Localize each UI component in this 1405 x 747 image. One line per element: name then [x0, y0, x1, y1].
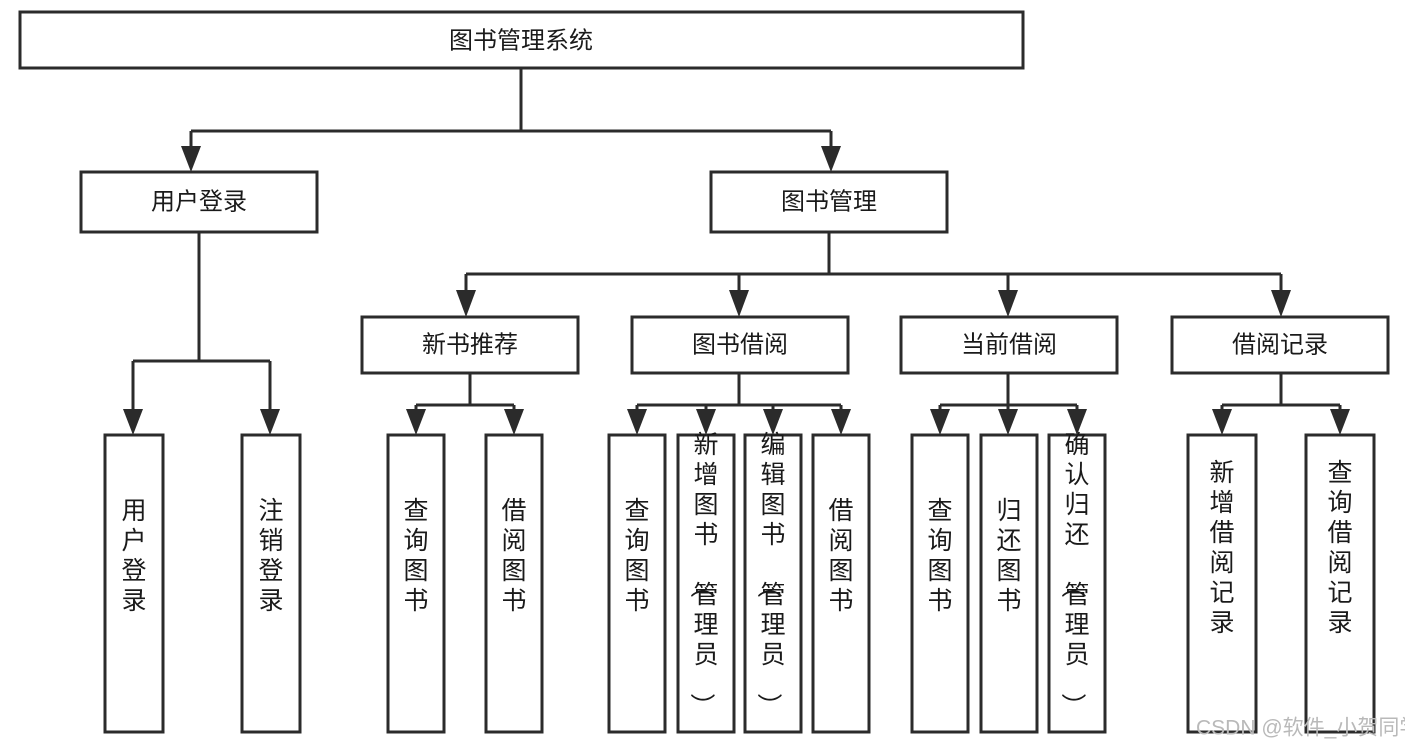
- node-borrow-record[interactable]: 借阅记录: [1170, 315, 1390, 375]
- node-new-book-recommend-box: [360, 315, 580, 375]
- leaf-bb-edit-book-box: [743, 433, 803, 734]
- leaf-bb-add-book-label: 新增图书（管理员）: [687, 431, 718, 718]
- node-book-borrow-label: 图书借阅: [692, 331, 788, 358]
- arrowhead-new-book: [456, 290, 476, 317]
- arrowhead-br-leaf1: [1212, 409, 1232, 435]
- leaf-user-login[interactable]: 用户登录: [103, 433, 165, 734]
- leaf-logout-box: [240, 433, 302, 734]
- node-book-manage[interactable]: 图书管理: [709, 170, 949, 234]
- arrowhead-bb-leaf4: [831, 409, 851, 435]
- arrowhead-book-borrow: [729, 290, 749, 317]
- leaf-bb-edit-book[interactable]: 编辑图书（管理员）: [743, 431, 803, 734]
- leaf-bb-query-book[interactable]: 查询图书: [607, 433, 667, 734]
- node-book-borrow[interactable]: 图书借阅: [630, 315, 850, 375]
- node-new-book-recommend[interactable]: 新书推荐: [360, 315, 580, 375]
- node-user-login[interactable]: 用户登录: [79, 170, 319, 234]
- leaf-bb-query-book-label: 查询图书: [624, 497, 649, 615]
- leaf-cb-query-book-box: [910, 433, 970, 734]
- node-new-book-recommend-label: 新书推荐: [422, 331, 518, 358]
- leaf-cb-return-book-box: [979, 433, 1039, 734]
- leaf-bb-borrow-book[interactable]: 借阅图书: [811, 433, 871, 734]
- leaf-bb-add-book-box: [676, 433, 736, 734]
- node-borrow-record-label: 借阅记录: [1232, 331, 1328, 358]
- leaf-br-query-record[interactable]: 查询借阅记录: [1304, 433, 1376, 734]
- node-book-manage-box: [709, 170, 949, 234]
- arrowhead-br-leaf2: [1330, 409, 1350, 435]
- leaf-nb-query-book-box: [386, 433, 446, 734]
- leaf-nb-borrow-book-label: 借阅图书: [501, 497, 526, 615]
- node-user-login-box: [79, 170, 319, 234]
- leaf-cb-confirm-return[interactable]: 确认归还（管理员）: [1047, 431, 1107, 734]
- leaf-nb-borrow-book-box: [484, 433, 544, 734]
- leaf-cb-confirm-return-label: 确认归还（管理员）: [1058, 431, 1089, 718]
- leaf-br-query-record-box: [1304, 433, 1376, 734]
- leaf-user-login-label: 用户登录: [121, 497, 146, 615]
- node-book-manage-label: 图书管理: [781, 188, 877, 215]
- arrowhead-current-borrow: [998, 290, 1018, 317]
- arrowhead-bb-leaf3: [763, 409, 783, 435]
- arrowhead-user-login: [181, 146, 201, 172]
- leaf-bb-query-book-box: [607, 433, 667, 734]
- leaf-cb-return-book[interactable]: 归还图书: [979, 433, 1039, 734]
- leaf-bb-borrow-book-box: [811, 433, 871, 734]
- node-current-borrow-label: 当前借阅: [961, 331, 1057, 358]
- leaf-bb-edit-book-label: 编辑图书（管理员）: [754, 431, 785, 718]
- node-book-borrow-box: [630, 315, 850, 375]
- arrowhead-cb-leaf1: [930, 409, 950, 435]
- leaf-logout-label: 注销登录: [258, 497, 283, 615]
- leaf-bb-borrow-book-label: 借阅图书: [828, 497, 853, 615]
- leaf-cb-query-book-label: 查询图书: [927, 497, 952, 615]
- leaf-bb-add-book[interactable]: 新增图书（管理员）: [676, 431, 736, 734]
- node-root-system[interactable]: 图书管理系统: [18, 10, 1025, 70]
- arrowhead-cb-leaf2: [998, 409, 1018, 435]
- leaf-nb-borrow-book[interactable]: 借阅图书: [484, 433, 544, 734]
- node-root-label: 图书管理系统: [449, 27, 593, 54]
- arrowhead-bb-leaf2: [696, 409, 716, 435]
- connectors-layer: [123, 68, 1350, 435]
- leaf-user-login-box: [103, 433, 165, 734]
- leaf-cb-query-book[interactable]: 查询图书: [910, 433, 970, 734]
- node-root-box: [18, 10, 1025, 70]
- node-borrow-record-box: [1170, 315, 1390, 375]
- leaf-br-add-record-box: [1186, 433, 1258, 734]
- arrowhead-nb-leaf1: [406, 409, 426, 435]
- arrowhead-cb-leaf3: [1067, 409, 1087, 435]
- leaf-br-add-record[interactable]: 新增借阅记录: [1186, 433, 1258, 734]
- leaf-logout[interactable]: 注销登录: [240, 433, 302, 734]
- leaf-nb-query-book[interactable]: 查询图书: [386, 433, 446, 734]
- leaf-nb-query-book-label: 查询图书: [403, 497, 428, 615]
- arrowhead-bb-leaf1: [627, 409, 647, 435]
- node-current-borrow[interactable]: 当前借阅: [899, 315, 1119, 375]
- arrowhead-ul-leaf2: [260, 409, 280, 435]
- leaf-br-query-record-label: 查询借阅记录: [1327, 459, 1352, 637]
- leaf-cb-confirm-return-box: [1047, 433, 1107, 734]
- arrowhead-borrow-record: [1271, 290, 1291, 317]
- csdn-watermark: CSDN @软件_小贺同学: [1196, 717, 1405, 740]
- leaf-cb-return-book-label: 归还图书: [996, 497, 1021, 615]
- arrowhead-ul-leaf1: [123, 409, 143, 435]
- leaf-br-add-record-label: 新增借阅记录: [1209, 459, 1234, 637]
- arrowhead-nb-leaf2: [504, 409, 524, 435]
- arrowhead-book-manage: [821, 146, 841, 172]
- node-user-login-label: 用户登录: [151, 188, 247, 215]
- node-current-borrow-box: [899, 315, 1119, 375]
